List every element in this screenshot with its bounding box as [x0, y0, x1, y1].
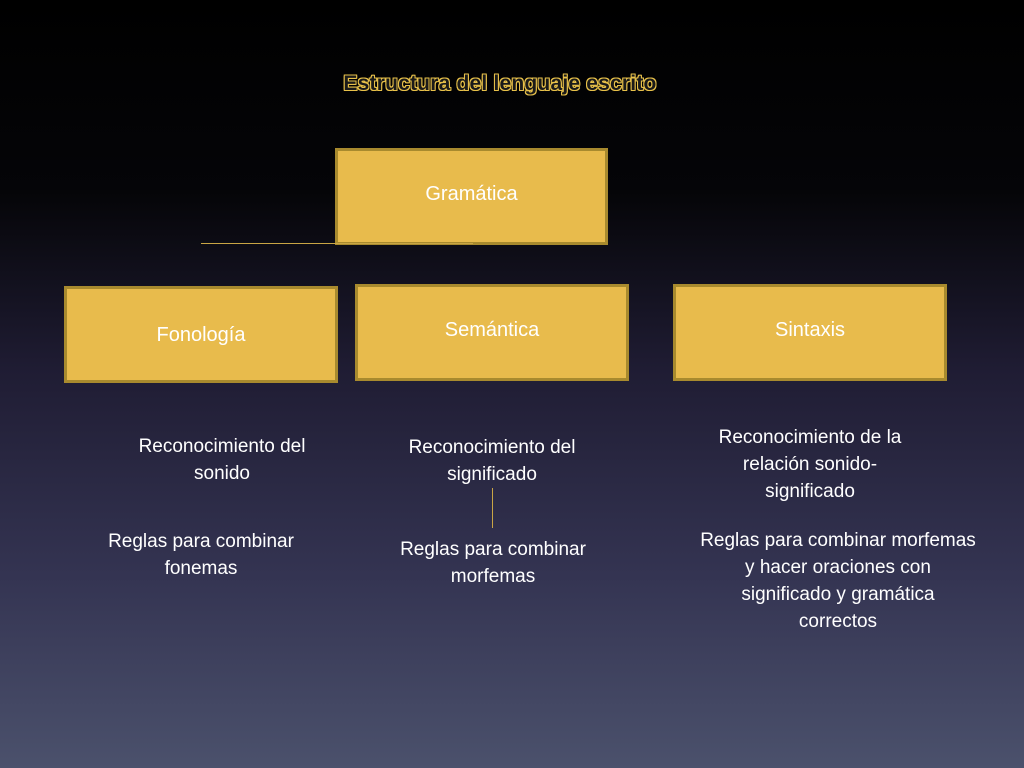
diagram-title: Estructura del lenguaje escrito — [343, 72, 657, 95]
box-semantica: Semántica — [355, 284, 629, 381]
connector-horizontal — [201, 243, 473, 244]
box-fonologia-label: Fonología — [156, 324, 246, 346]
box-gramatica-label: Gramática — [425, 183, 518, 205]
connector-vertical — [492, 488, 493, 528]
fonologia-description: Reconocimiento del sonido — [138, 436, 306, 484]
semantica-rule: Reglas para combinar morfemas — [400, 539, 586, 587]
sintaxis-description: Reconocimiento de la relación sonido-sig… — [718, 427, 902, 502]
box-sintaxis: Sintaxis — [673, 284, 947, 381]
semantica-description: Reconocimiento del significado — [408, 437, 576, 485]
sintaxis-rule: Reglas para combinar morfemas y hacer or… — [700, 530, 976, 632]
box-fonologia: Fonología — [64, 286, 338, 383]
fonologia-rule: Reglas para combinar fonemas — [108, 531, 294, 579]
box-gramatica: Gramática — [335, 148, 608, 245]
box-semantica-label: Semántica — [444, 319, 540, 341]
box-sintaxis-label: Sintaxis — [774, 319, 846, 341]
